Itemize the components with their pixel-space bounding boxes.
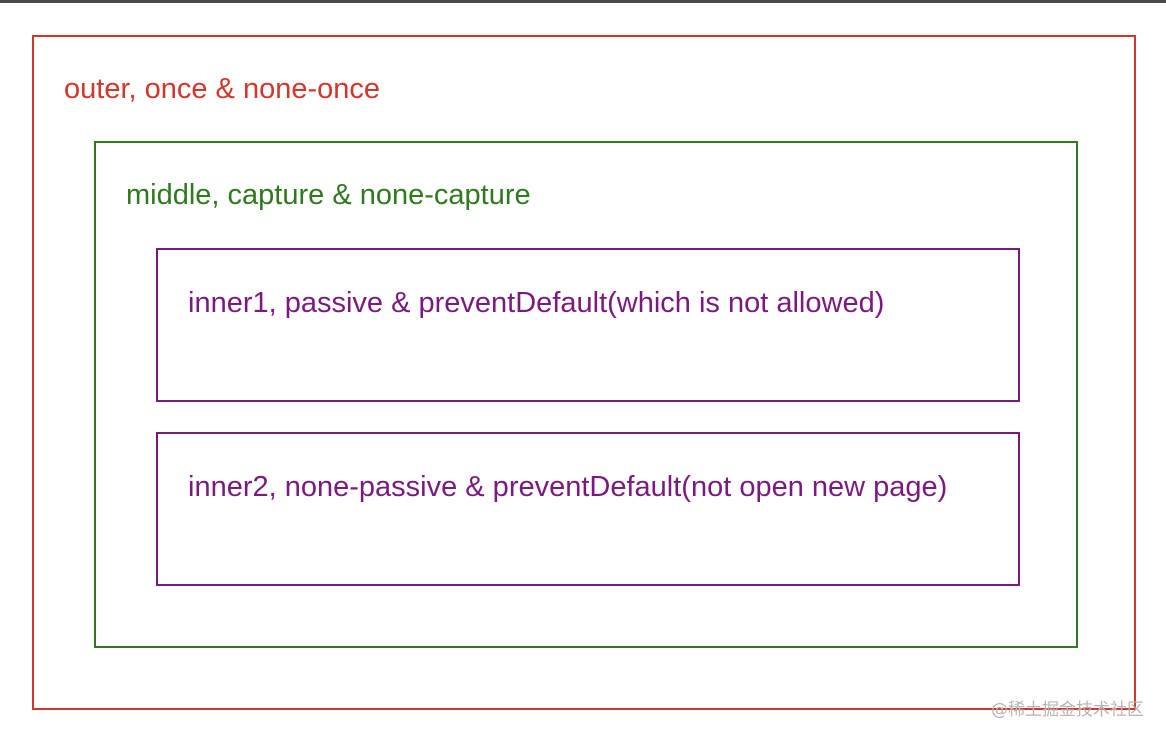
middle-box[interactable] bbox=[94, 141, 1078, 648]
inner1-box[interactable] bbox=[156, 248, 1020, 402]
window-top-border bbox=[0, 0, 1166, 3]
inner2-box[interactable] bbox=[156, 432, 1020, 586]
outer-box[interactable] bbox=[32, 35, 1136, 710]
middle-box-label: middle, capture & none-capture bbox=[126, 179, 531, 211]
outer-box-label: outer, once & none-once bbox=[64, 73, 381, 105]
inner2-box-label: inner2, none-passive & preventDefault(no… bbox=[188, 471, 948, 503]
inner1-box-label: inner1, passive & preventDefault(which i… bbox=[188, 287, 885, 319]
watermark: @稀土掘金技术社区 bbox=[991, 700, 1144, 720]
